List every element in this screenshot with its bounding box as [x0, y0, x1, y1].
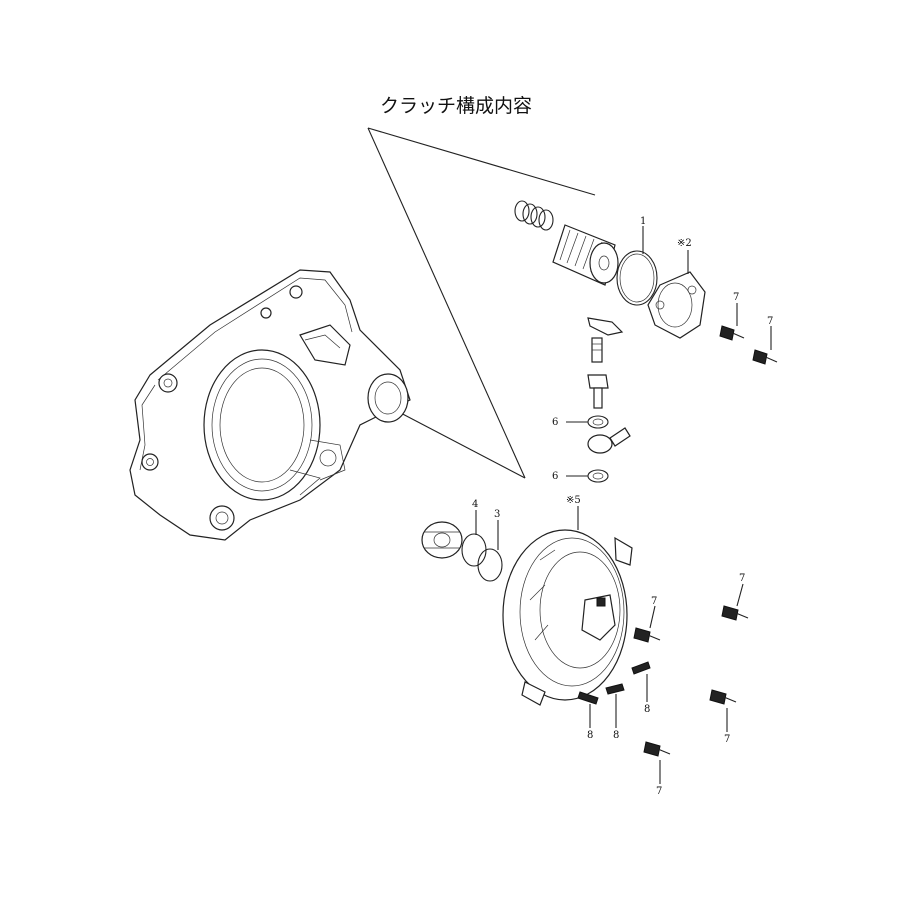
bolt-7-cover-b [721, 605, 749, 621]
callout-8-c: 8 [644, 704, 650, 715]
oil-filter [552, 224, 619, 286]
callout-7-d: 7 [739, 573, 745, 584]
hose-clamp [587, 317, 624, 336]
breather-fitting [591, 337, 603, 363]
callout-2: ※2 [677, 238, 692, 249]
clutch-cover-5 [502, 529, 633, 706]
callout-8-b: 8 [613, 730, 619, 741]
bolt-7-cover-d [643, 741, 671, 757]
dowel-pin-8-c [631, 661, 651, 675]
bearing-4 [421, 521, 463, 559]
filter-cover-2 [647, 271, 706, 339]
callout-4: 4 [472, 499, 478, 510]
callout-5: ※5 [566, 495, 581, 506]
callout-6-lower: 6 [552, 471, 558, 482]
callout-7-a: 7 [733, 292, 739, 303]
leader-lines [475, 226, 772, 784]
callout-6-upper: 6 [552, 417, 558, 428]
o-ring-3 [477, 548, 503, 582]
washer-6-upper [587, 415, 609, 429]
callout-1: 1 [640, 216, 646, 227]
bolt-7-cover-c [709, 689, 737, 705]
callout-7-f: 7 [656, 786, 662, 797]
dowel-pin-8-a [577, 691, 599, 705]
banjo-fitting [587, 427, 631, 454]
callout-8-a: 8 [587, 730, 593, 741]
callout-7-b: 7 [767, 316, 773, 327]
diagram-title: クラッチ構成内容 [380, 95, 532, 117]
callout-7-e: 7 [724, 734, 730, 745]
o-ring-1 [616, 250, 658, 306]
callout-3: 3 [494, 509, 500, 520]
engine-case-cover [129, 269, 411, 541]
o-ring-4 [461, 533, 487, 567]
banjo-bolt [587, 374, 609, 409]
bolt-7-filter-a [719, 325, 745, 341]
bolt-7-filter-b [752, 349, 778, 365]
callout-7-c: 7 [651, 596, 657, 607]
washer-6-lower [587, 469, 609, 483]
spring [514, 200, 554, 231]
dowel-pin-8-b [605, 683, 625, 695]
title-bracket-lines [367, 127, 596, 479]
bolt-7-cover-a [633, 627, 661, 643]
